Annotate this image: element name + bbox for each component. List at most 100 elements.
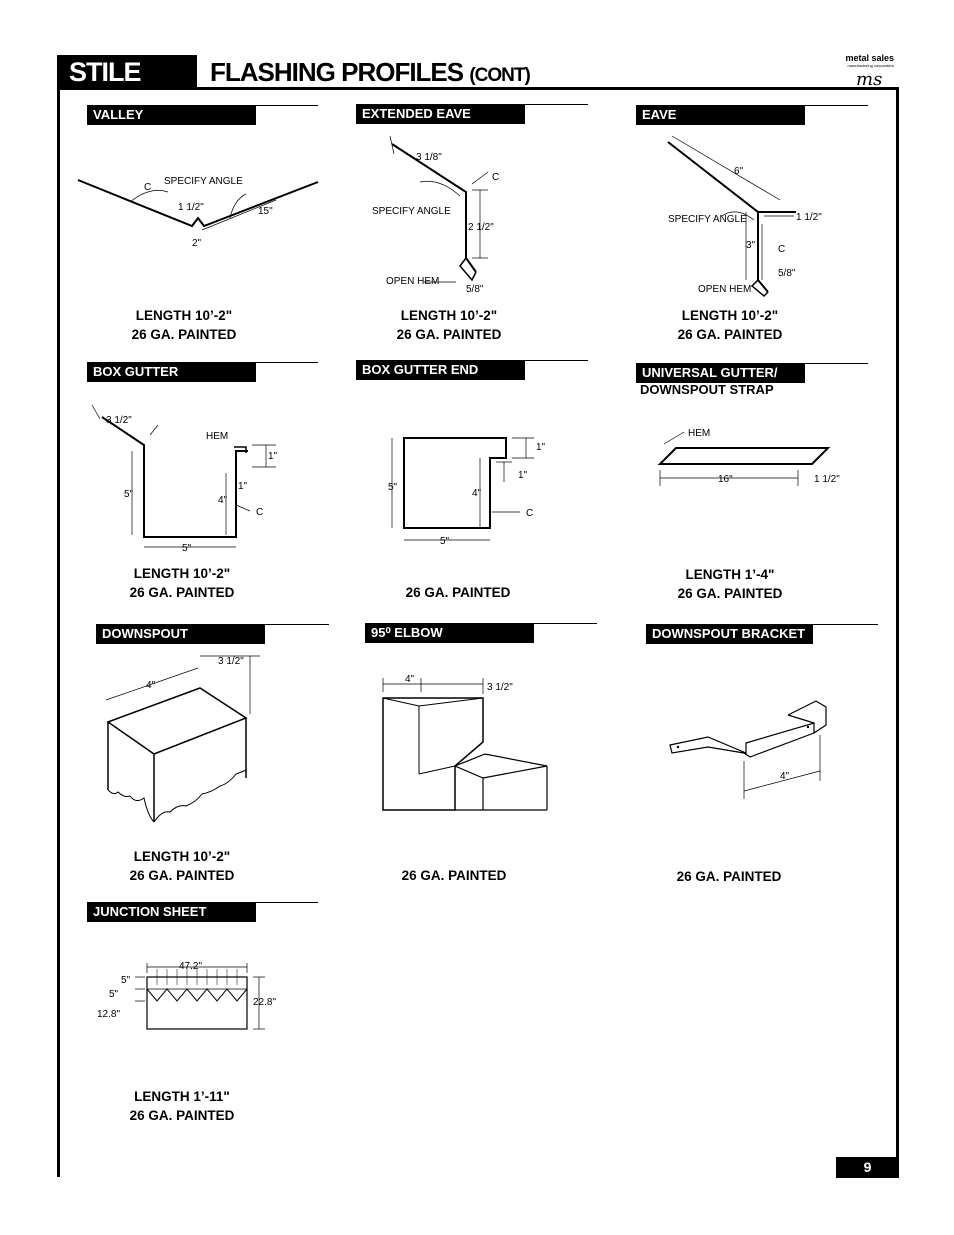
caption-box-gutter-end: 26 GA. PAINTED	[358, 583, 558, 602]
dim-c: C	[144, 182, 151, 193]
logo-mark-text: ms	[856, 70, 882, 88]
caption-junction-sheet: LENGTH 1’-11" 26 GA. PAINTED	[82, 1087, 282, 1125]
box-gutter-diagram: 3 1/2" HEM 1" 1" 5" 4" C 5"	[91, 404, 278, 554]
dim-3: 3"	[746, 240, 756, 251]
dim-c: C	[256, 507, 263, 518]
eave-diagram: 6" SPECIFY ANGLE 1 1/2" 3" C 5/8" OPEN H…	[667, 135, 822, 298]
caption-valley: LENGTH 10’-2" 26 GA. PAINTED	[84, 306, 284, 344]
section-sublabel-downspout-strap: DOWNSPOUT STRAP	[640, 382, 774, 397]
caption-line: LENGTH 10’-2"	[681, 308, 779, 323]
dim-hem: OPEN HEM	[698, 284, 751, 295]
dim-3: 1"	[238, 481, 248, 492]
dim-2: 5"	[121, 975, 131, 986]
dim-1: 3 1/2"	[106, 415, 132, 426]
caption-box-gutter: LENGTH 10’-2" 26 GA. PAINTED	[82, 564, 282, 602]
dim-1: 1 1/2"	[178, 202, 204, 213]
dim-1: 47.2"	[179, 961, 202, 972]
page-title-suffix: (CONT)	[469, 65, 530, 86]
dim-4: 5"	[124, 489, 134, 500]
dim-1: 4"	[780, 771, 790, 782]
dim-2: 1"	[518, 470, 528, 481]
caption-line: LENGTH 10’-2"	[400, 308, 498, 323]
dim-5: 5"	[440, 536, 450, 547]
dim-hem: OPEN HEM	[386, 276, 439, 287]
page-frame-right	[896, 88, 899, 1178]
caption-line: 26 GA. PAINTED	[401, 868, 507, 883]
downspout-bracket-diagram: 4"	[669, 700, 827, 799]
dim-5: 22.8"	[253, 997, 276, 1008]
caption-line: LENGTH 1’-4"	[685, 567, 775, 582]
logo-brand: metal sales	[845, 53, 894, 63]
section-label-universal-gutter: UNIVERSAL GUTTER/	[636, 363, 805, 383]
dim-c: C	[492, 172, 499, 183]
dim-3: 5"	[109, 989, 119, 1000]
caption-line: 26 GA. PAINTED	[131, 327, 237, 342]
dim-2: 1 1/2"	[814, 474, 840, 485]
dim-2: 3 1/2"	[218, 656, 244, 667]
dim-4: 12.8"	[97, 1009, 120, 1020]
section-label-valley: VALLEY	[87, 105, 256, 125]
caption-line: 26 GA. PAINTED	[129, 1108, 235, 1123]
section-rule	[805, 105, 868, 106]
section-label-eave: EAVE	[636, 105, 805, 125]
dim-1: 1"	[536, 442, 546, 453]
dim-1: 16"	[718, 474, 733, 485]
dim-5: 4"	[218, 495, 228, 506]
section-label-junction-sheet: JUNCTION SHEET	[87, 902, 256, 922]
junction-sheet-diagram: 47.2" 5" 5" 12.8" 22.8"	[97, 961, 276, 1030]
caption-line: 26 GA. PAINTED	[396, 327, 502, 342]
dim-angle: SPECIFY ANGLE	[164, 176, 243, 187]
caption-line: 26 GA. PAINTED	[129, 868, 235, 883]
dim-2: 15"	[258, 206, 273, 217]
page-title: FLASHING PROFILES (CONT)	[210, 57, 531, 88]
dim-hem: HEM	[206, 431, 228, 442]
page-number: 9	[836, 1157, 899, 1178]
dim-3: 2"	[192, 238, 202, 249]
dim-1: 4"	[405, 674, 415, 685]
dim-c: C	[526, 508, 533, 519]
dim-2: 1"	[268, 451, 278, 462]
caption-downspout: LENGTH 10’-2" 26 GA. PAINTED	[82, 847, 282, 885]
section-rule	[813, 624, 878, 625]
logo-subtitle: manufacturing corporation	[847, 63, 894, 68]
logo-mark: ms	[856, 70, 882, 88]
section-label-box-gutter-end: BOX GUTTER END	[356, 360, 525, 380]
dim-angle: SPECIFY ANGLE	[668, 214, 747, 225]
section-label-extended-eave: EXTENDED EAVE	[356, 104, 525, 124]
dim-c: C	[778, 244, 785, 255]
section-label-downspout: DOWNSPOUT	[96, 624, 265, 644]
header-rule	[57, 87, 899, 90]
dim-1: 6"	[734, 166, 744, 177]
section-rule	[265, 624, 329, 625]
extended-eave-diagram: 3 1/8" C SPECIFY ANGLE 2 1/2" OPEN HEM 5…	[372, 135, 499, 295]
dim-4: 5/8"	[778, 268, 796, 279]
dim-6: 5"	[182, 543, 192, 554]
dim-3: 5/8"	[466, 284, 484, 295]
section-rule	[534, 623, 597, 624]
caption-line: 26 GA. PAINTED	[677, 586, 783, 601]
caption-extended-eave: LENGTH 10’-2" 26 GA. PAINTED	[349, 306, 549, 344]
caption-line: 26 GA. PAINTED	[405, 585, 511, 600]
section-rule	[256, 362, 318, 363]
section-label-elbow: 95⁰ ELBOW	[365, 623, 534, 643]
section-rule	[256, 902, 318, 903]
section-label-downspout-bracket: DOWNSPOUT BRACKET	[646, 624, 813, 644]
caption-universal-gutter: LENGTH 1’-4" 26 GA. PAINTED	[630, 565, 830, 603]
caption-line: LENGTH 10’-2"	[135, 308, 233, 323]
section-badge: STILE	[57, 55, 197, 89]
section-label-box-gutter: BOX GUTTER	[87, 362, 256, 382]
caption-line: 26 GA. PAINTED	[677, 327, 783, 342]
dim-angle: SPECIFY ANGLE	[372, 206, 451, 217]
caption-line: LENGTH 10’-2"	[133, 566, 231, 581]
dim-2: 3 1/2"	[487, 682, 513, 693]
page-frame-left	[57, 55, 60, 1177]
dim-hem: HEM	[688, 428, 710, 439]
caption-line: 26 GA. PAINTED	[676, 869, 782, 884]
dim-2: 2 1/2"	[468, 222, 494, 233]
dim-1: 3 1/8"	[416, 152, 442, 163]
caption-line: LENGTH 1’-11"	[134, 1089, 230, 1104]
universal-gutter-diagram: HEM 16" 1 1/2"	[657, 428, 840, 486]
caption-line: 26 GA. PAINTED	[129, 585, 235, 600]
caption-eave: LENGTH 10’-2" 26 GA. PAINTED	[630, 306, 830, 344]
box-gutter-end-diagram: 1" 1" 5" 4" C 5"	[388, 437, 546, 547]
